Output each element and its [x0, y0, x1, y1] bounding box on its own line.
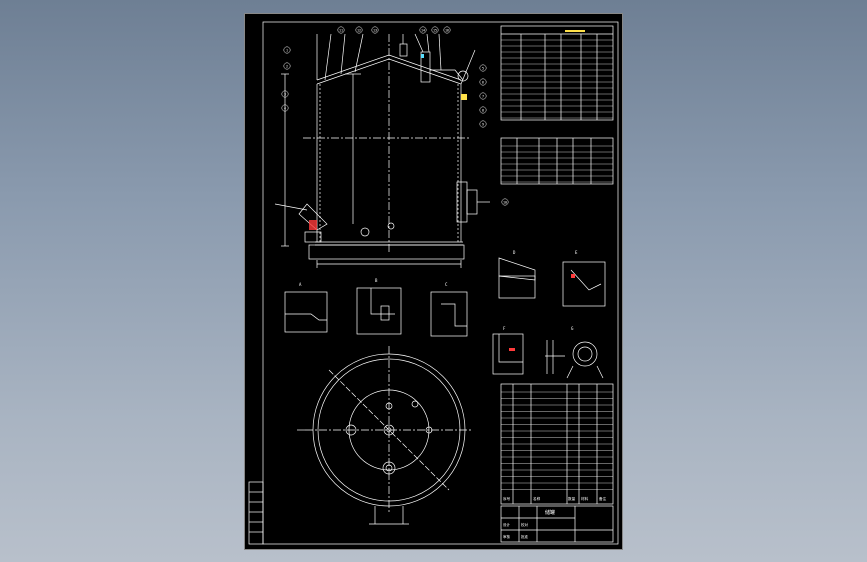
balloon-number-8: 8 — [482, 108, 484, 112]
parts-header-material: 材料 — [581, 496, 589, 501]
parts-header-remark: 备注 — [599, 496, 607, 501]
tank-plan-view — [297, 346, 473, 525]
balloon-number-2: 2 — [286, 64, 288, 68]
parts-header-no: 序号 — [503, 496, 511, 501]
balloon-number-4: 4 — [284, 106, 286, 110]
balloon-number-7: 7 — [482, 94, 484, 98]
table-rows — [501, 39, 613, 490]
balloon-number-6: 6 — [482, 80, 484, 84]
balloon-number-11: 11 — [339, 28, 343, 32]
parts-header-qty: 数量 — [568, 496, 576, 501]
detail-label-c: C — [445, 282, 448, 287]
balloon-4 — [281, 104, 289, 112]
balloon-6 — [479, 78, 487, 86]
balloon-number-10: 10 — [503, 200, 507, 204]
title-row-approve: 批准 — [521, 534, 529, 539]
balloon-number-9: 9 — [482, 122, 484, 126]
drawing-frame — [262, 21, 619, 545]
balloon-number-1: 1 — [286, 48, 288, 52]
balloon-3 — [281, 90, 289, 98]
detail-views — [284, 257, 606, 379]
balloon-1 — [283, 46, 291, 54]
drawing-title: 储罐 — [545, 509, 555, 516]
technical-table — [500, 25, 614, 121]
detail-label-b: B — [375, 278, 378, 283]
balloon-16 — [443, 26, 451, 34]
title-row-design: 设计 — [503, 522, 511, 527]
colored-accents — [309, 30, 585, 351]
balloon-2 — [283, 62, 291, 70]
title-row-review: 审核 — [503, 534, 511, 539]
balloon-number-16: 16 — [445, 28, 449, 32]
balloon-number-3: 3 — [284, 92, 286, 96]
title-block — [500, 505, 614, 543]
tank-elevation-view — [274, 33, 490, 268]
balloon-14 — [419, 26, 427, 34]
nozzle-table — [500, 137, 614, 185]
balloon-5 — [479, 64, 487, 72]
parts-header-name: 名称 — [533, 496, 541, 501]
detail-label-g: G — [571, 326, 574, 331]
detail-label-a: A — [299, 282, 302, 287]
balloon-10 — [501, 198, 509, 206]
balloon-13 — [371, 26, 379, 34]
balloon-9 — [479, 120, 487, 128]
balloon-8 — [479, 106, 487, 114]
balloon-number-12: 12 — [357, 28, 361, 32]
detail-label-e: E — [575, 250, 578, 255]
balloon-15 — [431, 26, 439, 34]
balloon-number-13: 13 — [373, 28, 377, 32]
balloon-number-14: 14 — [421, 28, 425, 32]
balloon-11 — [337, 26, 345, 34]
balloon-number-5: 5 — [482, 66, 484, 70]
balloon-number-15: 15 — [433, 28, 437, 32]
detail-label-f: F — [503, 326, 506, 331]
balloon-12 — [355, 26, 363, 34]
revision-table — [248, 481, 264, 545]
title-row-check: 校对 — [521, 522, 529, 527]
balloon-7 — [479, 92, 487, 100]
detail-label-d: D — [513, 250, 516, 255]
